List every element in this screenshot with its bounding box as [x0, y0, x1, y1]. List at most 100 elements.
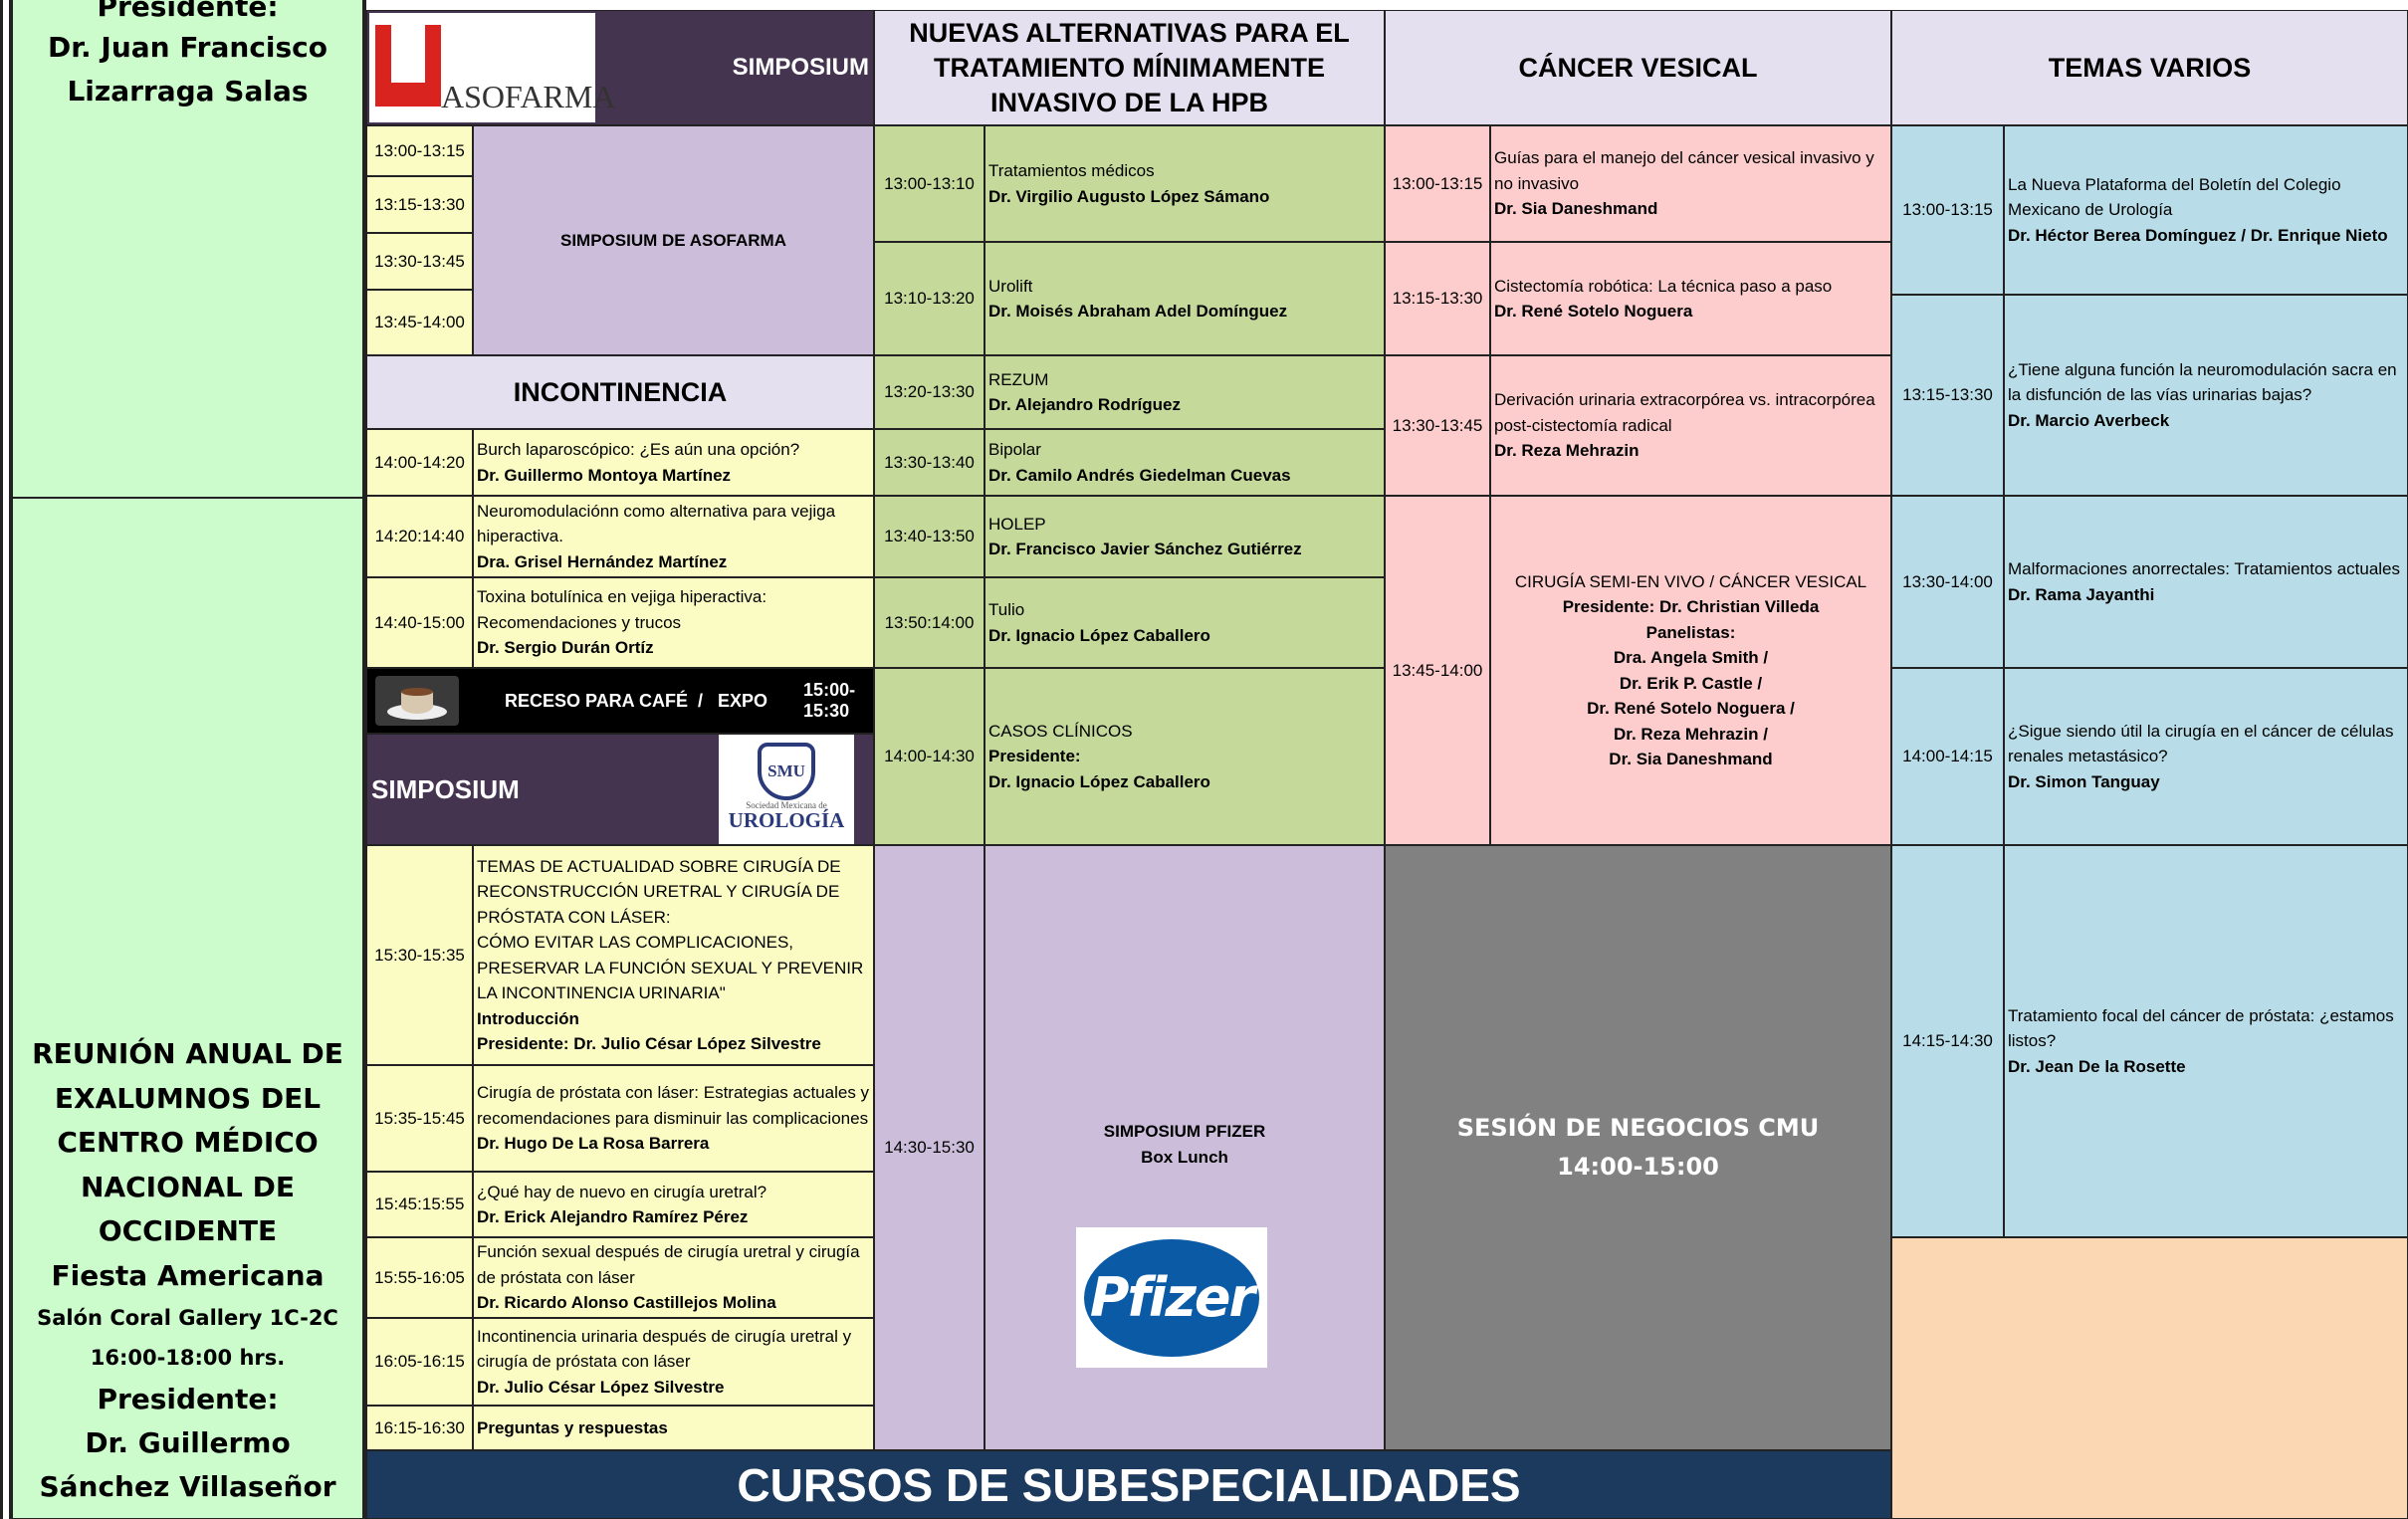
smu-logo-main: UROLOGÍA [728, 808, 845, 832]
incontinencia-session-1: Burch laparoscópico: ¿Es aún una opción?… [473, 429, 874, 496]
live-line-5: Dr. René Sotelo Noguera / [1587, 699, 1795, 718]
session-speaker: Dr. Virgilio Augusto López Sámano [988, 186, 1270, 206]
smu-logo-shield-icon: SMU [758, 743, 815, 800]
business-time: 14:00-15:00 [1557, 1153, 1719, 1181]
session-topic: ¿Qué hay de nuevo en cirugía uretral? [477, 1182, 767, 1201]
business-session-block: SESIÓN DE NEGOCIOS CMU 14:00-15:00 [1385, 845, 1891, 1450]
asofarma-time-3: 13:30-13:45 [366, 233, 473, 290]
coffee-break-time: 15:00-15:30 [803, 680, 856, 721]
sidebar-room: Salón Coral Gallery 1C-2C [37, 1305, 338, 1330]
sidebar-divider-bar [363, 0, 366, 1519]
vesical-session-2: Cistectomía robótica: La técnica paso a … [1490, 242, 1891, 355]
incontinencia-session-3: Toxina botulínica en vejiga hiperactiva:… [473, 577, 874, 668]
vesical-session-3: Derivación urinaria extracorpórea vs. in… [1490, 355, 1891, 496]
varios-time-4: 14:00-14:15 [1891, 668, 2004, 845]
session-topic: TEMAS DE ACTUALIDAD SOBRE CIRUGÍA DE REC… [477, 856, 864, 1003]
session-speaker: Dr. Ignacio López Caballero [988, 771, 1210, 791]
sidebar-event-title: REUNIÓN ANUAL DE EXALUMNOS DEL CENTRO MÉ… [13, 1032, 362, 1254]
session-topic: Malformaciones anorrectales: Tratamiento… [2008, 559, 2401, 578]
asofarma-time-1: 13:00-13:15 [366, 125, 473, 176]
sidebar-bottom-name-2: Sánchez Villaseñor [39, 1469, 336, 1503]
sidebar-bottom-label: Presidente: [97, 1382, 279, 1415]
sidebar-bottom-name-1: Dr. Guillermo [85, 1425, 291, 1459]
urethra-session-3: ¿Qué hay de nuevo en cirugía uretral? Dr… [473, 1172, 874, 1237]
session-topic: Incontinencia urinaria después de cirugí… [477, 1326, 852, 1372]
pfizer-simposium-block: SIMPOSIUM PFIZER Box Lunch Pfizer [985, 845, 1385, 1450]
hpb-session-7: CASOS CLÍNICOS Presidente: Dr. Ignacio L… [985, 668, 1385, 845]
hpb-time-1: 13:00-13:10 [874, 125, 985, 242]
session-speaker: Dr. Hugo De La Rosa Barrera [477, 1134, 710, 1154]
session-speaker: Dr. Jean De la Rosette [2008, 1056, 2186, 1076]
urethra-time-2: 15:35-15:45 [366, 1065, 473, 1172]
session-topic: Función sexual después de cirugía uretra… [477, 1242, 860, 1287]
asofarma-logo: ASOFARMA [369, 13, 615, 122]
session-speaker: Dr. Camilo Andrés Giedelman Cuevas [988, 465, 1291, 485]
hpb-session-4: Bipolar Dr. Camilo Andrés Giedelman Cuev… [985, 429, 1385, 496]
session-topic: CASOS CLÍNICOS [988, 721, 1133, 741]
session-speaker: Dr. Reza Mehrazin [1494, 441, 1640, 461]
coffee-break-bar: RECESO PARA CAFÉ / EXPO 15:00-15:30 [366, 668, 874, 734]
session-topic: Tulio [988, 600, 1025, 619]
varios-empty-block [1891, 1237, 2408, 1519]
session-topic: Toxina botulínica en vejiga hiperactiva:… [477, 587, 767, 632]
smu-logo: SMU Sociedad Mexicana de UROLOGÍA [719, 735, 854, 844]
session-speaker: Preguntas y respuestas [477, 1417, 668, 1437]
session-speaker: Dr. Ricardo Alonso Castillejos Molina [477, 1293, 776, 1313]
vesical-time-2: 13:15-13:30 [1385, 242, 1490, 355]
cancer-vesical-header: CÁNCER VESICAL [1385, 10, 1891, 125]
varios-time-2: 13:15-13:30 [1891, 295, 2004, 496]
sidebar-title-line-3: CENTRO MÉDICO [57, 1126, 319, 1159]
varios-time-5: 14:15-14:30 [1891, 845, 2004, 1237]
session-topic: Cirugía de próstata con láser: Estrategi… [477, 1083, 870, 1128]
hpb-time-2: 13:10-13:20 [874, 242, 985, 355]
session-speaker: Dr. Guillermo Montoya Martínez [477, 465, 732, 485]
sidebar-top-panel: Presidente: Dr. Juan Francisco Lizarraga… [12, 0, 363, 498]
hpb-time-6: 13:50:14:00 [874, 577, 985, 668]
smu-logo-sub: Sociedad Mexicana de [746, 800, 827, 810]
asofarma-simposium-block: SIMPOSIUM DE ASOFARMA [473, 125, 874, 355]
hpb-session-1: Tratamientos médicos Dr. Virgilio August… [985, 125, 1385, 242]
session-speaker: Dr. Rama Jayanthi [2008, 584, 2155, 604]
temas-varios-header: TEMAS VARIOS [1891, 10, 2408, 125]
asofarma-logo-text: ASOFARMA [441, 79, 616, 114]
pfizer-title: SIMPOSIUM PFIZER [1103, 1122, 1266, 1141]
live-line-7: Dr. Sia Daneshmand [1609, 750, 1773, 768]
session-topic: Neuromodulaciónn como alternativa para v… [477, 501, 836, 546]
urethra-time-3: 15:45:15:55 [366, 1172, 473, 1237]
simposium-label: SIMPOSIUM [732, 54, 869, 81]
session-topic: Guías para el manejo del cáncer vesical … [1494, 148, 1874, 193]
hpb-time-5: 13:40-13:50 [874, 496, 985, 577]
live-line-6: Dr. Reza Mehrazin / [1614, 724, 1768, 744]
session-speaker: Dr. Moisés Abraham Adel Domínguez [988, 302, 1288, 321]
session-speaker: Dr. Alejandro Rodríguez [988, 395, 1182, 414]
urethra-time-4: 15:55-16:05 [366, 1237, 473, 1318]
pfizer-logo: Pfizer [1076, 1227, 1267, 1368]
session-topic: ¿Tiene alguna función la neuromodulación… [2008, 359, 2397, 405]
live-line-2: Panelistas: [1645, 622, 1736, 642]
session-speaker: Dr. Sergio Durán Ortíz [477, 638, 654, 658]
session-speaker: Dr. Simon Tanguay [2008, 771, 2160, 791]
live-line-3: Dra. Angela Smith / [1613, 648, 1769, 667]
incontinencia-header: INCONTINENCIA [366, 355, 874, 429]
pfizer-time: 14:30-15:30 [874, 845, 985, 1450]
live-line-4: Dr. Erik P. Castle / [1619, 673, 1763, 693]
session-topic: Burch laparoscópico: ¿Es aún una opción? [477, 440, 800, 459]
hpb-time-3: 13:20-13:30 [874, 355, 985, 429]
pfizer-sub: Box Lunch [1141, 1148, 1228, 1167]
hpb-time-4: 13:30-13:40 [874, 429, 985, 496]
varios-session-3: Malformaciones anorrectales: Tratamiento… [2004, 496, 2408, 668]
varios-time-3: 13:30-14:00 [1891, 496, 2004, 668]
live-line-1: Presidente: Dr. Christian Villeda [1562, 597, 1820, 616]
sidebar-top-label: Presidente: [97, 0, 279, 23]
footer-banner: CURSOS DE SUBESPECIALIDADES [366, 1450, 1891, 1519]
session-topic: REZUM [988, 369, 1049, 389]
incontinencia-time-2: 14:20:14:40 [366, 496, 473, 577]
urethra-session-5: Incontinencia urinaria después de cirugí… [473, 1318, 874, 1406]
session-speaker: Dr. Erick Alejandro Ramírez Pérez [477, 1207, 749, 1226]
sidebar-title-line-4: NACIONAL DE [81, 1170, 295, 1203]
incontinencia-time-3: 14:40-15:00 [366, 577, 473, 668]
urethra-session-6: Preguntas y respuestas [473, 1406, 874, 1450]
hpb-session-2: Urolift Dr. Moisés Abraham Adel Domíngue… [985, 242, 1385, 355]
urethra-session-2: Cirugía de próstata con láser: Estrategi… [473, 1065, 874, 1172]
session-speaker: Presidente: Dr. Julio César López Silves… [477, 1034, 821, 1053]
